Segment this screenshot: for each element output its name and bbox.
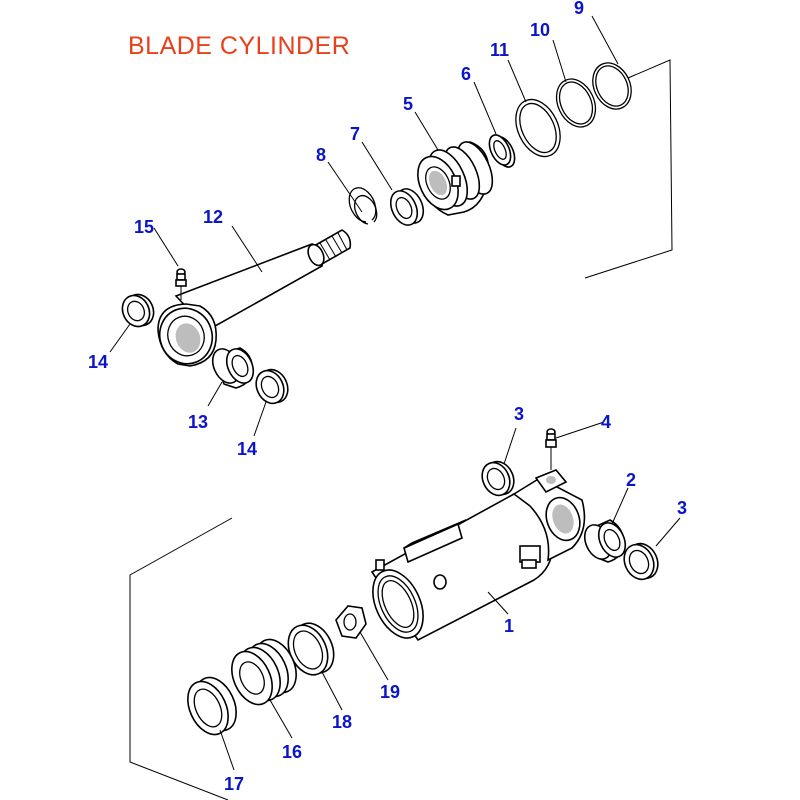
diagram-title: BLADE CYLINDER: [128, 32, 351, 60]
label-part-16: 16: [282, 742, 302, 762]
label-part-13: 13: [188, 412, 208, 432]
part-1-cylinder-tube: [370, 469, 586, 642]
part-2-bushing: [583, 519, 627, 563]
label-part-10: 10: [530, 20, 550, 40]
label-part-17: 17: [224, 774, 244, 794]
leader-lines: [109, 15, 681, 771]
label-part-18: 18: [332, 712, 352, 732]
label-part-7: 7: [350, 124, 360, 144]
part-15-grease-fitting: [175, 268, 187, 300]
part-3-dust-seal-lower: [623, 542, 659, 581]
part-14-dust-seal-upper: [121, 293, 155, 328]
part-19-nut: [335, 605, 367, 639]
part-7-bushing: [389, 188, 425, 226]
part-13-bushing: [211, 347, 255, 389]
label-part-6: 6: [461, 64, 471, 84]
part-16-piston: [231, 638, 297, 706]
part-12-piston-rod: [157, 229, 352, 367]
label-part-9: 9: [574, 0, 584, 18]
label-part-8: 8: [316, 145, 326, 165]
part-4-grease-fitting: [545, 428, 557, 470]
label-part-5: 5: [403, 94, 413, 114]
part-10-backup-ring: [555, 78, 597, 128]
label-part-3-lower: 3: [677, 498, 687, 518]
label-part-14-lower: 14: [237, 439, 257, 459]
label-part-11: 11: [490, 40, 509, 60]
part-8-snap-ring: [348, 187, 378, 225]
part-17-piston-seal: [187, 676, 237, 736]
label-part-15: 15: [134, 217, 154, 237]
assembly-outline-lines: [129, 59, 673, 800]
part-number-labels: 9 10 11 6 5 7 8 12 15 14 13 14 3 4 2 3 1…: [88, 0, 687, 794]
part-18-wear-ring: [287, 622, 335, 676]
part-9-o-ring: [592, 62, 632, 110]
part-3-dust-seal-upper: [481, 460, 515, 497]
part-6-bushing: [488, 134, 516, 168]
label-part-3-upper: 3: [514, 404, 524, 424]
label-part-2: 2: [626, 470, 636, 490]
part-5-cylinder-head: [417, 141, 494, 216]
part-14-dust-seal-lower: [255, 368, 289, 405]
label-part-19: 19: [380, 682, 400, 702]
label-part-12: 12: [203, 207, 223, 227]
label-part-4: 4: [601, 412, 611, 432]
label-part-14-upper: 14: [88, 352, 108, 372]
label-part-1: 1: [504, 616, 514, 636]
